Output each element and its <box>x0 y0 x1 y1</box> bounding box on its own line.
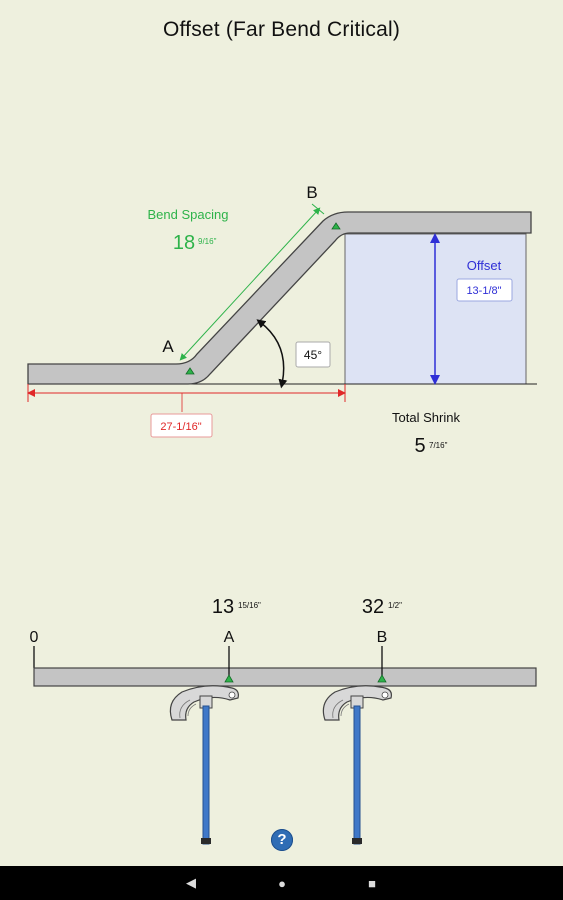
bender-a-icon <box>169 685 239 845</box>
recents-icon: ■ <box>368 875 376 891</box>
mark-b-whole: 32 <box>362 596 384 618</box>
angle-arc <box>256 319 288 389</box>
total-shrink-label: Total Shrink <box>392 410 460 425</box>
ruler-zero-label: 0 <box>30 629 39 646</box>
offset-value: 13-1/8" <box>466 285 501 297</box>
help-button[interactable]: ? <box>271 829 293 851</box>
bend-spacing-tick-b <box>311 203 325 215</box>
bend-spacing-label: Bend Spacing <box>148 207 229 222</box>
bend-spacing-line <box>179 207 321 361</box>
mark-b-marker <box>377 674 387 683</box>
bend-a-marker <box>185 367 195 375</box>
distance-value-box <box>150 413 213 438</box>
mark-a-whole: 13 <box>212 596 234 618</box>
mark-a-label: A <box>224 629 235 646</box>
page-title: Offset (Far Bend Critical) <box>162 18 401 41</box>
straight-pipe <box>33 667 537 687</box>
total-shrink-whole: 5 <box>414 435 425 457</box>
angle-value: 45° <box>304 348 322 362</box>
back-icon: ◀ <box>186 875 196 890</box>
mark-a-marker <box>224 674 234 683</box>
distance-value: 27-1/16" <box>160 421 201 433</box>
angle-box <box>295 341 331 368</box>
question-icon: ? <box>277 831 287 848</box>
bend-b-marker <box>331 222 341 230</box>
back-nav-button[interactable]: ◀ <box>171 866 211 900</box>
point-a-label: A <box>162 337 174 356</box>
total-shrink-frac: 7/16" <box>429 441 448 450</box>
home-icon: ● <box>278 875 286 891</box>
mark-b-frac: 1/2" <box>388 601 402 610</box>
point-b-label: B <box>306 183 317 202</box>
recents-nav-button[interactable]: ■ <box>352 866 392 900</box>
mark-a-frac: 15/16" <box>238 601 261 610</box>
mark-b-label: B <box>377 629 388 646</box>
offset-label: Offset <box>467 258 502 273</box>
bender-b-icon <box>322 685 392 845</box>
offset-value-box <box>456 278 513 302</box>
bend-spacing-whole: 18 <box>173 232 195 254</box>
home-nav-button[interactable]: ● <box>262 866 302 900</box>
system-nav-bar: ◀ ● ■ <box>0 866 563 900</box>
bend-spacing-frac: 9/16" <box>198 237 217 246</box>
